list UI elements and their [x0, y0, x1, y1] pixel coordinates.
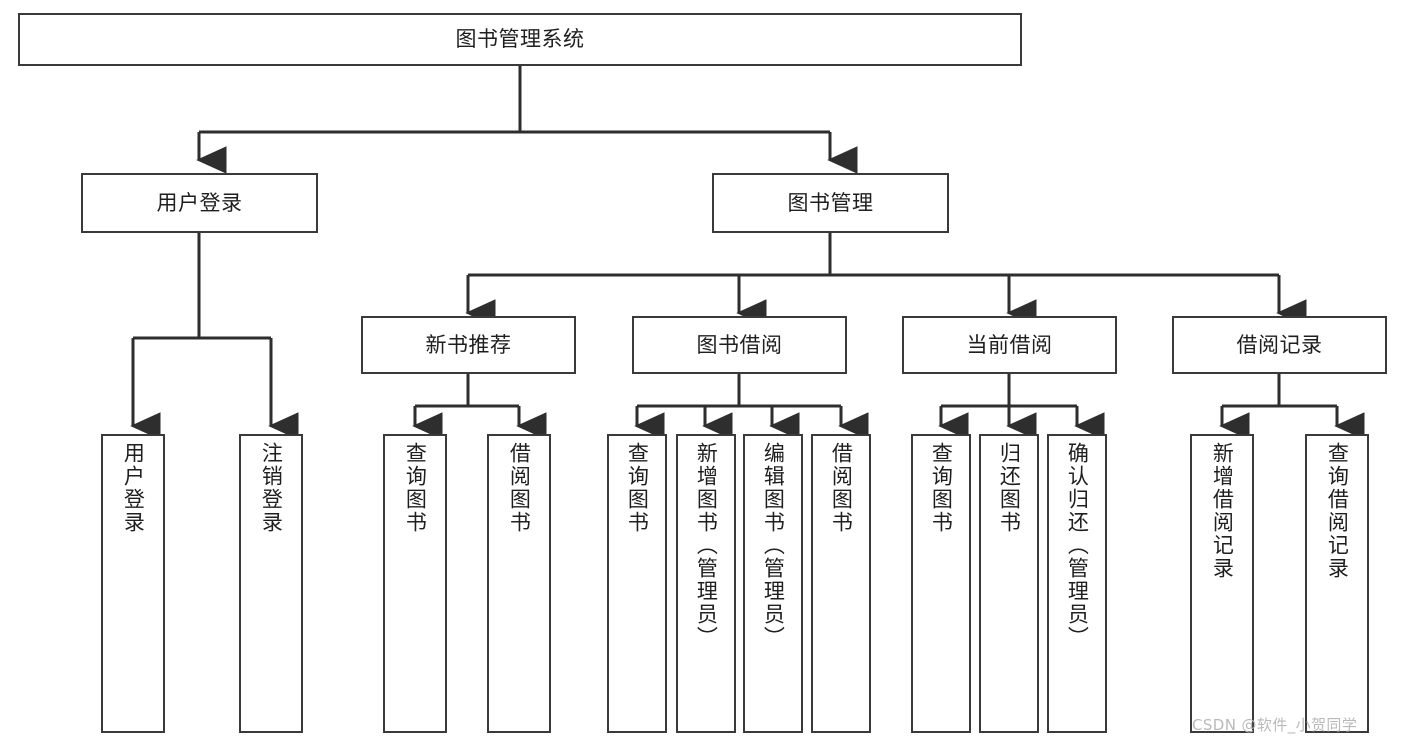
node-label: 借阅记录 — [1236, 332, 1323, 357]
node-label: 新增借阅记录 — [1210, 442, 1235, 580]
node-current-borrow[interactable]: 当前借阅 — [902, 316, 1117, 374]
node-label: 新书推荐 — [425, 332, 512, 357]
node-label: 用户登录 — [156, 190, 243, 215]
node-new-book-recommend[interactable]: 新书推荐 — [361, 316, 576, 374]
leaf-add-borrow-record[interactable]: 新增借阅记录 — [1190, 434, 1254, 733]
leaf-edit-book-admin[interactable]: 编辑图书（管理员） — [743, 434, 803, 733]
leaf-query-book-current[interactable]: 查询图书 — [911, 434, 971, 733]
node-label: 图书借阅 — [696, 332, 783, 357]
watermark: CSDN @软件_小贺同学 — [1192, 716, 1358, 734]
leaf-logout[interactable]: 注销登录 — [239, 434, 303, 733]
node-label: 图书管理系统 — [455, 27, 585, 52]
node-label: 归还图书 — [997, 442, 1022, 534]
leaf-borrow-book[interactable]: 借阅图书 — [811, 434, 871, 733]
node-label: 借阅图书 — [829, 442, 854, 534]
leaf-user-login[interactable]: 用户登录 — [101, 434, 165, 733]
node-label: 查询图书 — [625, 442, 650, 534]
node-book-management[interactable]: 图书管理 — [712, 173, 949, 233]
node-label: 借阅图书 — [507, 442, 532, 534]
node-label: 当前借阅 — [966, 332, 1053, 357]
leaf-confirm-return-admin[interactable]: 确认归还（管理员） — [1047, 434, 1107, 733]
node-label: 用户登录 — [121, 442, 146, 534]
node-label: 编辑图书（管理员） — [761, 442, 786, 649]
node-label: 注销登录 — [259, 442, 284, 534]
leaf-borrow-book-recommend[interactable]: 借阅图书 — [487, 434, 551, 733]
leaf-return-book[interactable]: 归还图书 — [979, 434, 1039, 733]
node-root-system[interactable]: 图书管理系统 — [18, 13, 1022, 66]
leaf-query-book-borrow[interactable]: 查询图书 — [607, 434, 667, 733]
node-label: 确认归还（管理员） — [1065, 442, 1090, 649]
leaf-add-book-admin[interactable]: 新增图书（管理员） — [676, 434, 736, 733]
leaf-query-book-recommend[interactable]: 查询图书 — [383, 434, 447, 733]
node-user-login[interactable]: 用户登录 — [81, 173, 318, 233]
node-book-borrow[interactable]: 图书借阅 — [632, 316, 847, 374]
node-label: 查询图书 — [929, 442, 954, 534]
node-label: 查询图书 — [403, 442, 428, 534]
node-label: 新增图书（管理员） — [694, 442, 719, 649]
node-label: 查询借阅记录 — [1325, 442, 1350, 580]
leaf-query-borrow-record[interactable]: 查询借阅记录 — [1305, 434, 1369, 733]
node-label: 图书管理 — [787, 190, 874, 215]
node-borrow-record[interactable]: 借阅记录 — [1172, 316, 1387, 374]
